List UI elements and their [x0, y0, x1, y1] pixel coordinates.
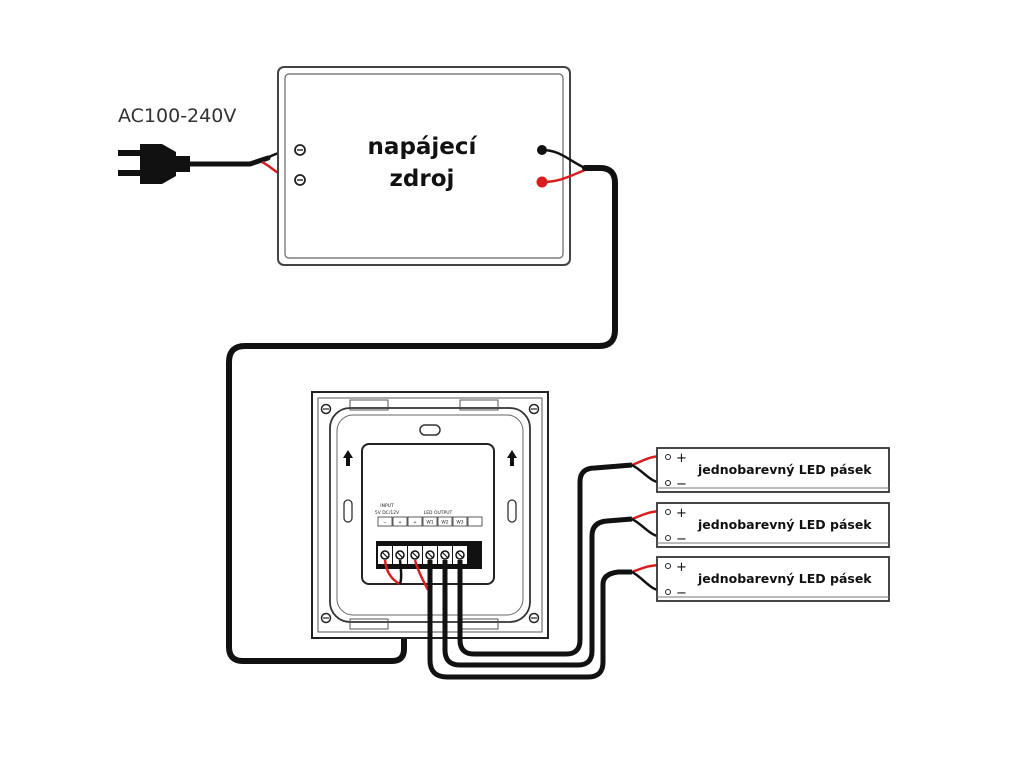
ac-plug-icon [118, 144, 190, 184]
input-screw-terminal-icon [294, 144, 306, 186]
terminal-label: W1 [426, 520, 433, 526]
strip-label: jednobarevný LED pásek [697, 571, 872, 586]
terminal-label: W3 [456, 520, 463, 526]
output-label: LED OUTPUT [424, 510, 453, 516]
strip-label: jednobarevný LED pásek [697, 462, 872, 477]
plus-sign: + [676, 560, 687, 575]
terminal-labels: − + + W1 W2 W3 [377, 516, 483, 527]
terminal-label: + [398, 520, 402, 526]
source-voltage-label: AC100-240V [118, 105, 236, 127]
input-label: INPUT [380, 503, 394, 509]
up-arrow-icon [343, 450, 517, 466]
terminal-label: W2 [441, 520, 448, 526]
minus-sign: − [676, 586, 687, 601]
input-wire-black [398, 559, 403, 585]
plus-sign: + [676, 451, 687, 466]
output-cable-strip-2 [442, 516, 633, 668]
psu-title-line2: zdroj [390, 166, 455, 192]
psu-to-controller-cable [226, 165, 618, 664]
led-strip-2: + − jednobarevný LED pásek [656, 502, 890, 548]
input-voltage-label: 5V DC/12V [375, 510, 400, 516]
plus-sign: + [676, 506, 687, 521]
psu-title-line1: napájecí [368, 134, 478, 160]
screw-icon [320, 403, 540, 624]
minus-sign: − [676, 532, 687, 547]
terminal-label: + [413, 520, 417, 526]
output-wire-red [413, 559, 430, 591]
terminal-label: − [383, 521, 387, 526]
strip-label: jednobarevný LED pásek [697, 517, 872, 532]
mains-cable [187, 155, 271, 167]
output-cable-strip-3 [457, 462, 633, 657]
led-strip-1: + − jednobarevný LED pásek [656, 447, 890, 493]
led-strip-3: + − jednobarevný LED pásek [656, 556, 890, 602]
psu-out-wire-red [541, 168, 586, 184]
input-wire-red [383, 559, 401, 586]
minus-sign: − [676, 477, 687, 492]
psu-out-wire-black [541, 148, 586, 170]
power-supply-box [277, 66, 571, 266]
output-cable-strip-1 [427, 560, 632, 680]
